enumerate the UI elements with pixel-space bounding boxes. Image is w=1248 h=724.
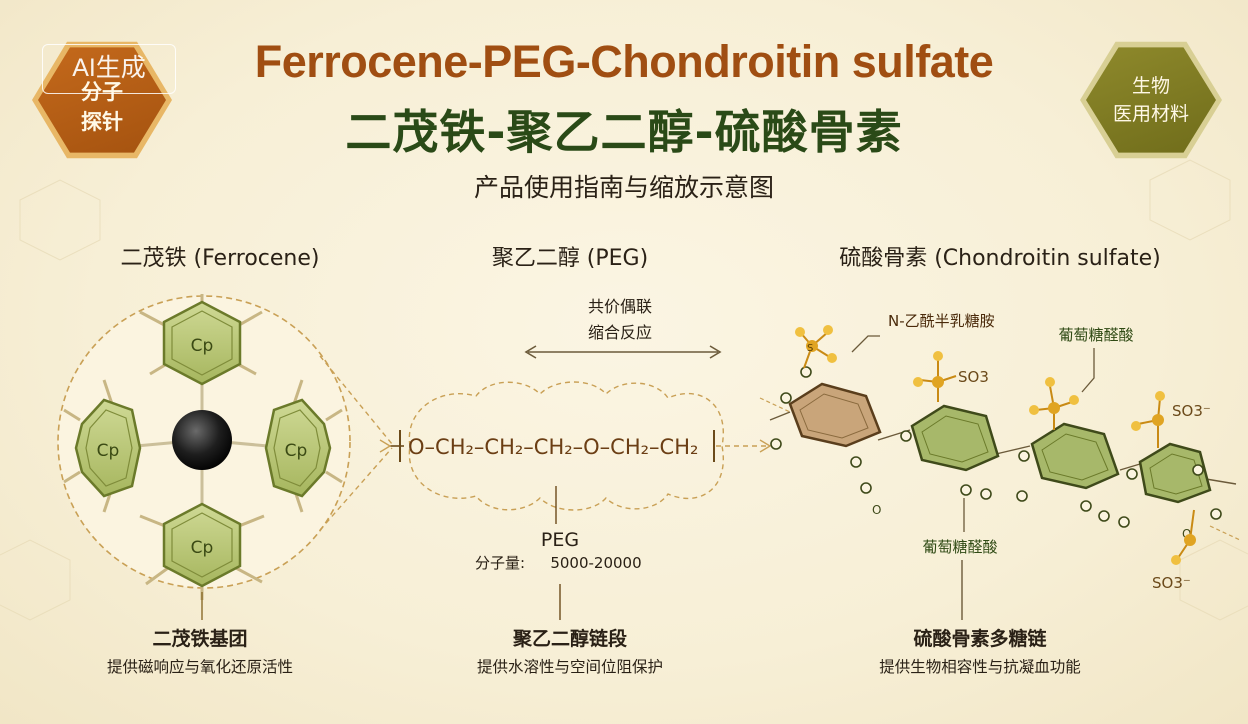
cp-ring-bottom: Cp: [139, 502, 265, 600]
cp-label-right: Cp: [285, 441, 308, 461]
cp-ring-top: Cp: [139, 294, 263, 386]
coupling-text-line1: 共价偶联: [588, 297, 652, 316]
caption-cs-desc: 提供生物相容性与抗凝血功能: [879, 658, 1081, 676]
zoom-connector-bottom: [319, 447, 393, 531]
sugar-ring-3: [1030, 422, 1120, 490]
badge-right-line1: 生物: [1131, 75, 1170, 97]
cp-ring-left: Cp: [63, 379, 142, 513]
so3-minus-label-1: SO3⁻: [1172, 402, 1211, 420]
caption-chondroitin: 硫酸骨素多糖链 提供生物相容性与抗凝血功能: [820, 624, 1140, 677]
title-english: Ferrocene-PEG-Chondroitin sulfate: [254, 36, 994, 87]
sugar-ring-1: [788, 382, 882, 448]
cp-label-top: Cp: [191, 336, 214, 356]
ai-generated-watermark: AI生成: [42, 44, 176, 94]
connector-arrow-icon-right: [759, 439, 772, 453]
atom-s-1: S: [807, 343, 813, 354]
caption-peg-desc: 提供水溶性与空间位阻保护: [476, 658, 663, 676]
label-glucuronic-acid-bottom: 葡萄糖醛酸: [922, 538, 997, 556]
peg-mw-label: 分子量:: [475, 554, 525, 572]
cp-label-bottom: Cp: [191, 538, 214, 558]
leader-nacetyl: [851, 335, 880, 353]
label-glucuronic-acid-top: 葡萄糖醛酸: [1058, 326, 1133, 344]
caption-peg-title: 聚乙二醇链段: [512, 628, 627, 650]
peg-mw-value: 5000-20000: [550, 554, 641, 572]
sulfate-group-5: SO3⁻: [1152, 509, 1196, 592]
so3-minus-label-2: SO3⁻: [1152, 574, 1191, 592]
sugar-ring-2: [910, 404, 1000, 472]
peg-chain-text: O–CH₂–CH₂–CH₂–O–CH₂–CH₂: [408, 435, 698, 459]
polysaccharide-chain: O O S SO3 SO3⁻ SO3⁻: [759, 325, 1241, 620]
sulfate-group-4: SO3⁻: [1131, 391, 1211, 448]
sulfate-group-3: [1029, 377, 1079, 430]
peg-label: PEG: [541, 529, 579, 551]
iron-atom: [172, 410, 232, 470]
caption-cs-title: 硫酸骨素多糖链: [913, 628, 1047, 650]
caption-peg: 聚乙二醇链段 提供水溶性与空间位阻保护: [420, 624, 720, 677]
badge-left-line1: 分子: [81, 80, 123, 104]
subtitle: 产品使用指南与缩放示意图: [473, 173, 774, 202]
connector-arrow-icon: [379, 439, 392, 453]
sugar-ring-4: [1138, 442, 1212, 504]
caption-ferrocene: 二茂铁基团 提供磁响应与氧化还原活性: [70, 624, 330, 677]
badge-left-line2: 探针: [81, 110, 123, 134]
zoom-connector-top: [319, 355, 393, 445]
caption-ferrocene-desc: 提供磁响应与氧化还原活性: [106, 658, 293, 676]
sulfate-group-1: S: [795, 325, 837, 369]
section-title-ferrocene: 二茂铁 (Ferrocene): [120, 246, 320, 271]
sulfate-group-2: SO3: [913, 351, 989, 402]
caption-ferrocene-title: 二茂铁基团: [152, 628, 248, 650]
atom-o-1: O: [872, 503, 881, 517]
section-title-chondroitin: 硫酸骨素 (Chondroitin sulfate): [839, 246, 1161, 271]
badge-right-line2: 医用材料: [1112, 103, 1189, 125]
cp-ring-right: Cp: [264, 379, 343, 513]
section-title-peg: 聚乙二醇 (PEG): [491, 246, 649, 271]
coupling-text-line2: 缩合反应: [588, 323, 652, 342]
so3-label-1: SO3: [958, 368, 989, 386]
cp-label-left: Cp: [97, 441, 120, 461]
atom-o-2: O: [1182, 527, 1191, 541]
label-n-acetylgalactosamine: N-乙酰半乳糖胺: [888, 312, 995, 330]
title-chinese: 二茂铁-聚乙二醇-硫酸骨素: [345, 105, 903, 159]
leader-glucuronic-top: [1081, 348, 1095, 393]
coupling-arrow: [524, 345, 722, 359]
